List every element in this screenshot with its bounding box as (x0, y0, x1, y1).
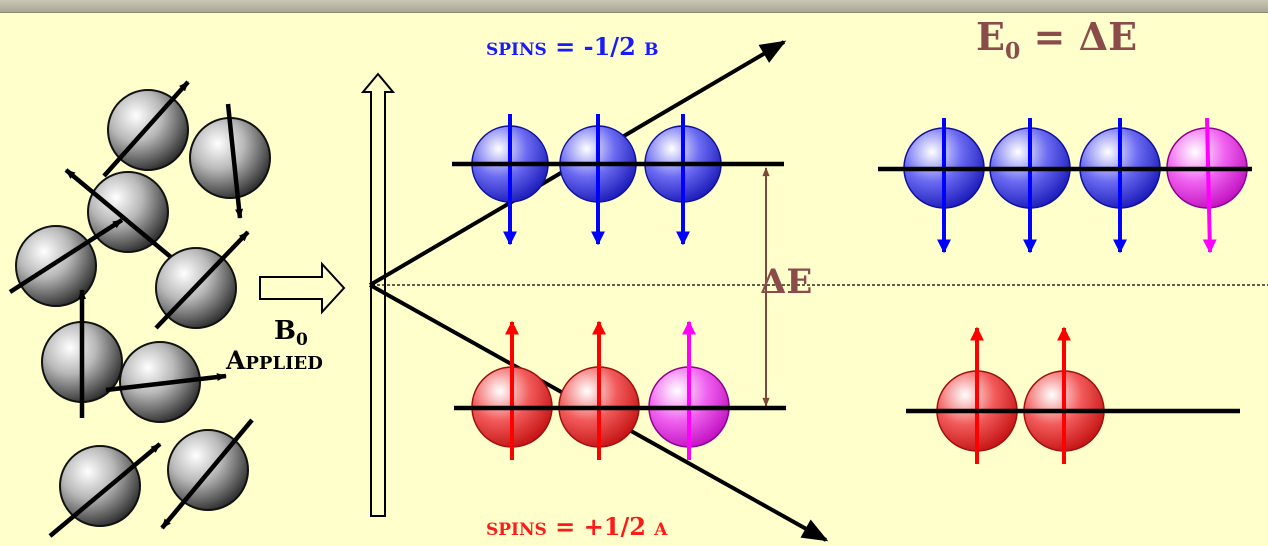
random-spin-icon (64, 168, 174, 260)
random-spin-icon (105, 341, 227, 423)
delta-e-label: ΔE (760, 262, 813, 302)
spin-down-icon (471, 114, 549, 246)
spin-down-icon (644, 114, 722, 246)
beta-spins-label: spins = -1/2 β (486, 32, 659, 61)
random-spin-icon (41, 289, 123, 418)
flipped-spin-down-icon (1166, 117, 1248, 254)
e0-letter: E (976, 14, 1005, 59)
e0-subscript: 0 (1004, 38, 1021, 65)
e0-equals-delta-e-label: E0 = ΔE (976, 14, 1137, 65)
random-spins (8, 80, 271, 538)
hollow-right-arrow-icon (259, 261, 346, 315)
random-spin-icon (102, 80, 190, 178)
window-top-strip (0, 0, 1268, 13)
flipped-spin-up-icon (648, 320, 730, 460)
hollow-up-arrow-icon (360, 72, 396, 517)
spin-up-icon (936, 326, 1018, 464)
spin-down-icon (903, 118, 985, 254)
b0-subscript: 0 (295, 330, 308, 351)
random-spin-icon (48, 442, 162, 538)
b0-letter: B (274, 316, 296, 346)
b0-label: B0 (274, 316, 308, 350)
spin-up-icon (558, 320, 640, 460)
alpha-level-left (454, 320, 786, 460)
alpha-level-right (906, 326, 1240, 464)
random-spin-icon (160, 418, 254, 530)
applied-label: Applied (226, 346, 323, 375)
random-spin-icon (8, 218, 124, 307)
alpha-spins-label: spins = +1/2 α (486, 512, 668, 541)
random-spin-icon (154, 230, 250, 330)
beta-level-right (878, 117, 1252, 254)
spin-up-icon (1023, 326, 1105, 464)
spin-down-icon (989, 118, 1071, 254)
spin-up-icon (471, 320, 553, 460)
random-spin-icon (189, 103, 271, 219)
beta-level-left (452, 114, 784, 246)
e0-equation-rest: = ΔE (1020, 14, 1138, 59)
spin-down-icon (1079, 118, 1161, 254)
